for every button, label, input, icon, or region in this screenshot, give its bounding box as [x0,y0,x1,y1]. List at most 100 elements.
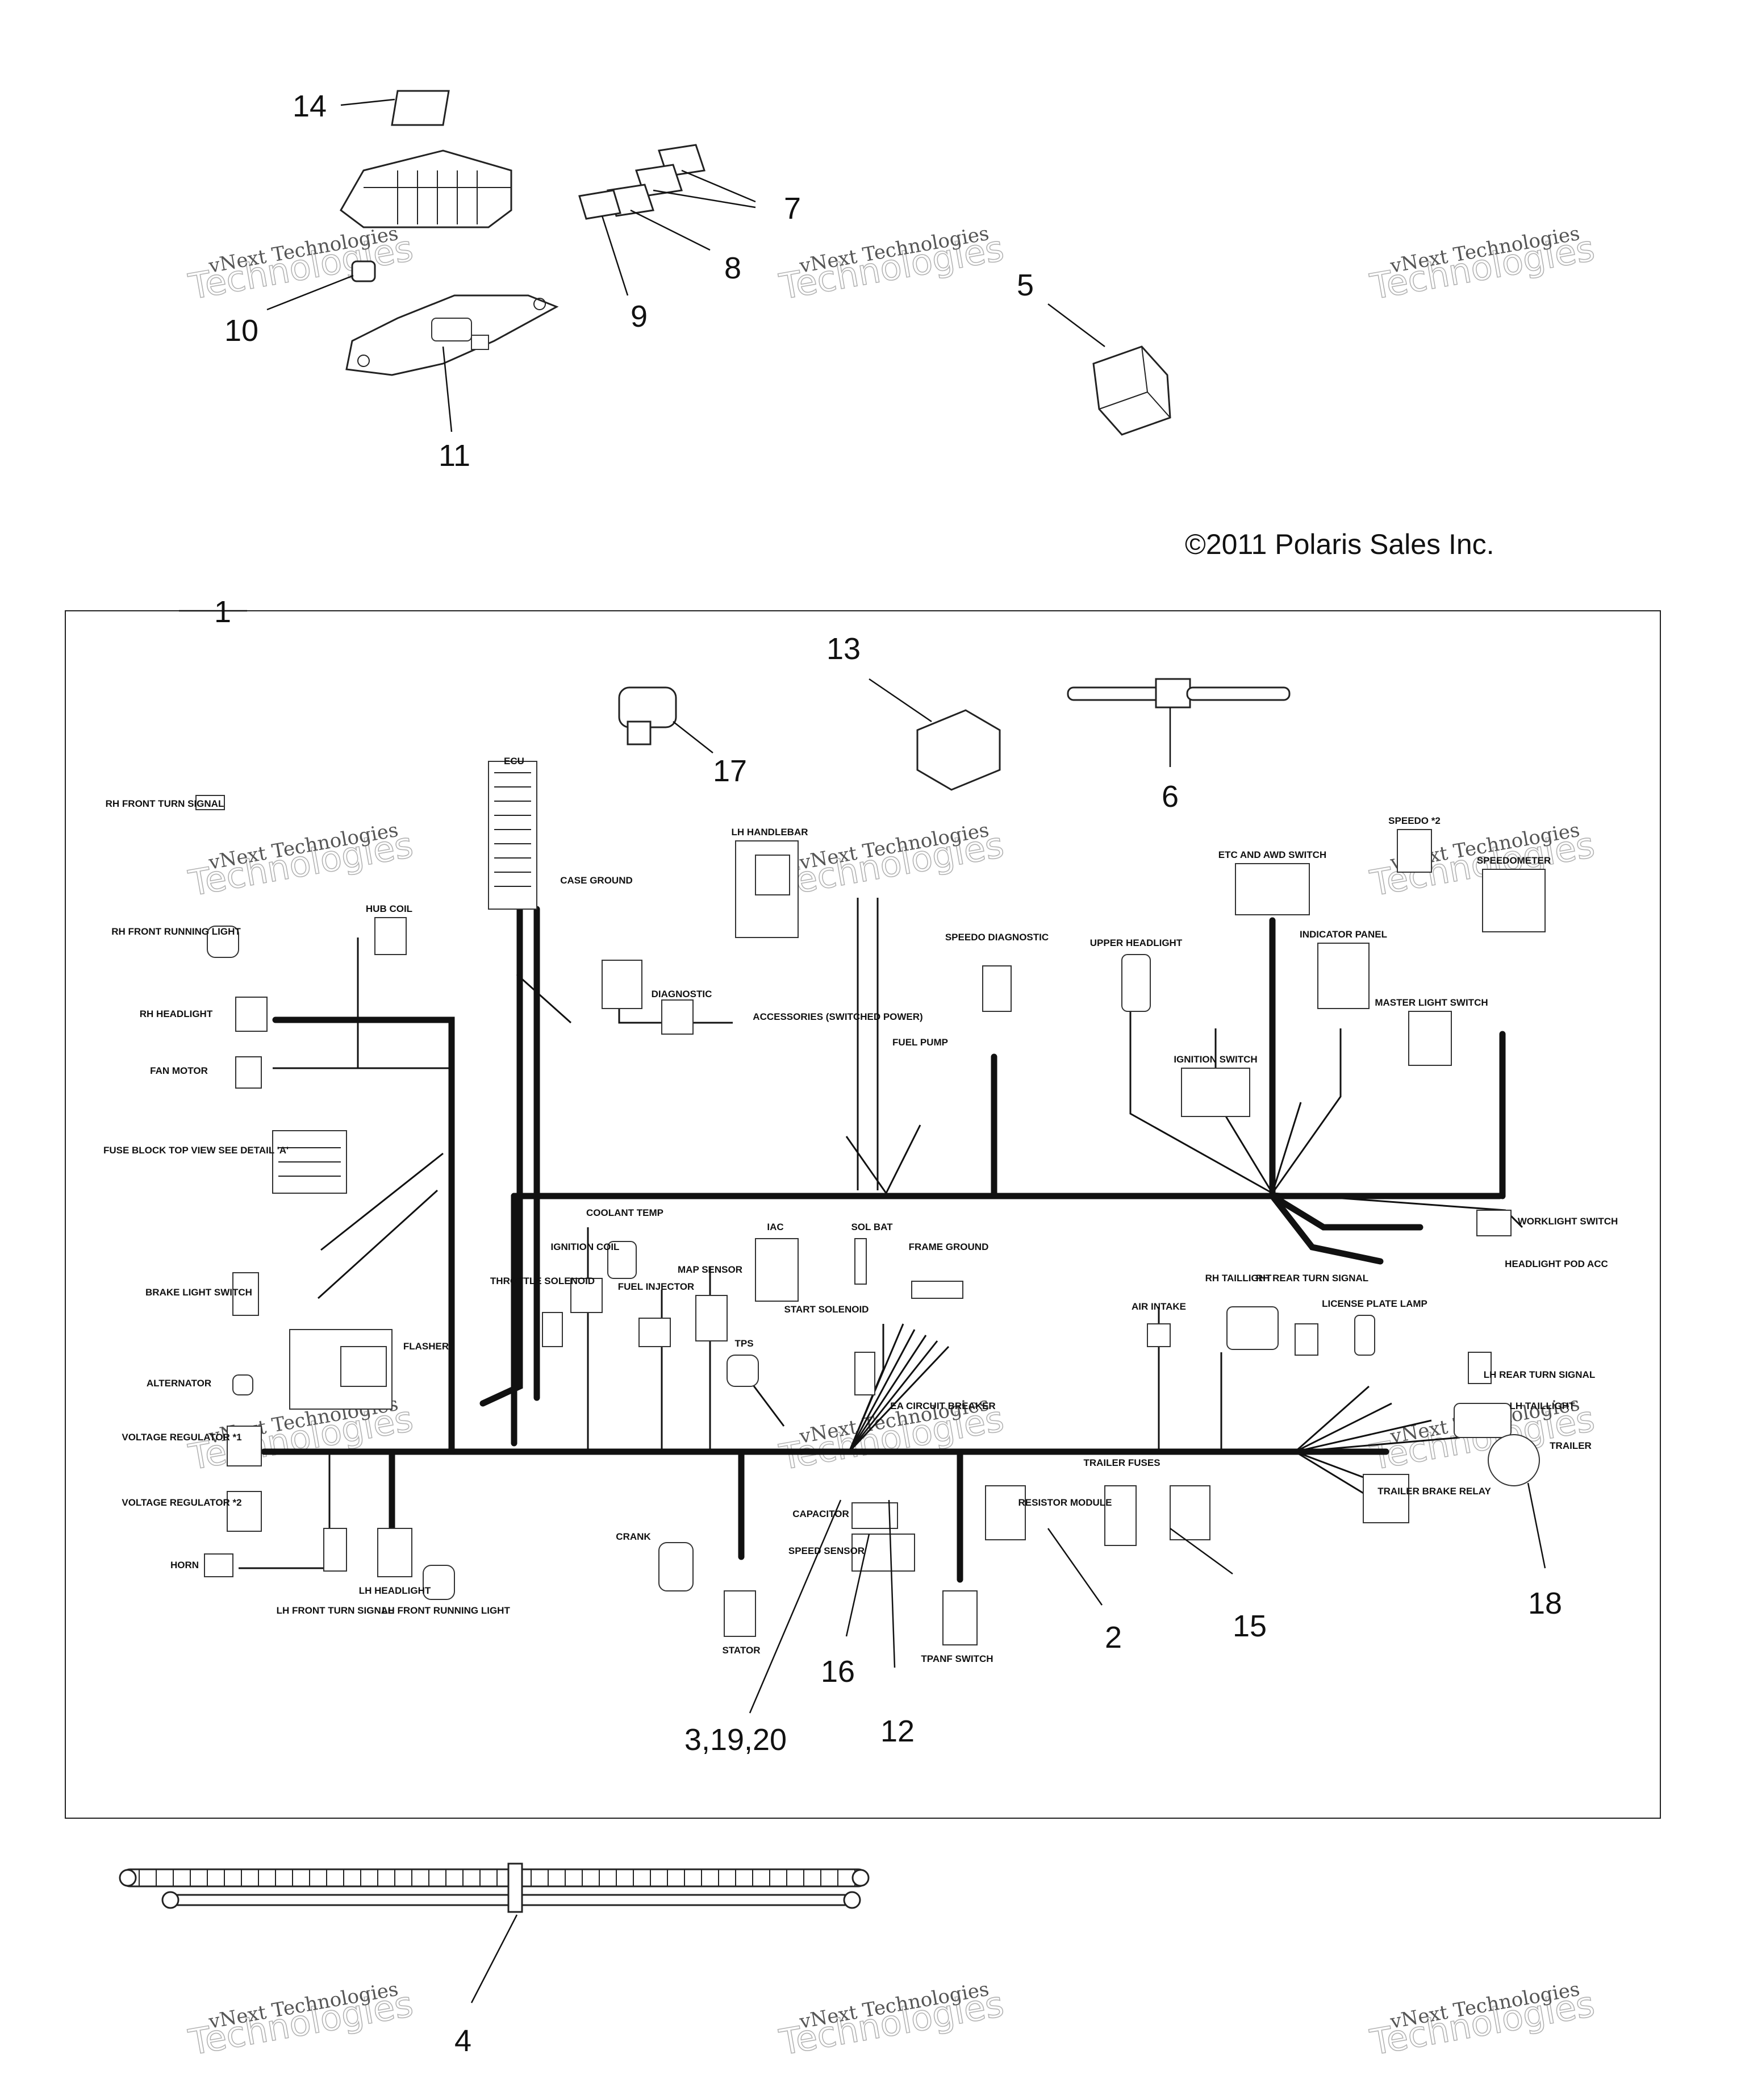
label-throttle-solenoid: THROTTLE SOLENOID [490,1276,595,1286]
part-decal [340,90,450,126]
callout-14: 14 [293,89,327,123]
label-brake-light-switch: BRAKE LIGHT SWITCH [145,1287,252,1298]
callout-16: 16 [821,1655,855,1689]
label-trailer-fuses: TRAILER FUSES [1083,1457,1160,1468]
part-nut [266,260,376,311]
callout-2: 2 [1105,1620,1122,1655]
label-license-plate-lamp: LICENSE PLATE LAMP [1322,1298,1427,1309]
callout-12: 12 [880,1714,915,1748]
label-lh-taillight: LH TAILLIGHT [1510,1401,1575,1411]
label-trailer-brake-relay: TRAILER BRAKE RELAY [1377,1486,1491,1497]
part-bracket [345,294,559,432]
watermark: Technologies vNext Technologies [185,819,416,905]
label-ignition-coil: IGNITION COIL [551,1241,620,1252]
watermark: Technologies vNext Technologies [776,819,1007,905]
part-fuse-box-cover [340,149,512,228]
label-lh-front-running-light: LH FRONT RUNNING LIGHT [382,1605,510,1616]
label-fuel-pump: FUEL PUMP [892,1037,948,1048]
part-inline-fuse [1067,678,1291,767]
label-etc-awd-switch: ETC AND AWD SWITCH [1218,849,1326,860]
label-stator: STATOR [722,1645,760,1656]
label-lh-handlebar: LH HANDLEBAR [731,827,808,838]
label-frame-ground: FRAME GROUND [909,1241,989,1252]
label-indicator-panel: INDICATOR PANEL [1300,929,1387,940]
callout-3-19-20: 3,19,20 [684,1723,787,1757]
label-start-solenoid: START SOLENOID [784,1304,869,1315]
label-ea-circuit-breaker: EA CIRCUIT BREAKER [890,1401,995,1411]
callout-13: 13 [826,632,861,666]
label-ecu: ECU [504,756,524,766]
part-relay-13 [869,678,1001,791]
part-connector [618,686,713,753]
ecu-connector [488,761,537,910]
label-air-intake: AIR INTAKE [1132,1301,1186,1312]
harness-frame [65,610,1661,1819]
label-upper-headlight: UPPER HEADLIGHT [1090,938,1183,948]
label-sol-bat: SOL BAT [851,1222,893,1232]
callout-4: 4 [454,2024,471,2058]
copyright-text: ©2011 Polaris Sales Inc. [1185,528,1494,560]
callout-15: 15 [1233,1609,1267,1643]
label-rh-front-running-light: RH FRONT RUNNING LIGHT [111,926,241,937]
callout-10: 10 [224,314,258,348]
label-lh-rear-turn-signal: LH REAR TURN SIGNAL [1484,1369,1595,1380]
label-case-ground: CASE GROUND [560,875,633,886]
label-coolant-temp: COOLANT TEMP [586,1207,663,1218]
callout-17: 17 [713,754,747,788]
label-flasher: FLASHER [403,1341,449,1352]
label-lh-headlight: LH HEADLIGHT [359,1585,431,1596]
component-labels: ECU CASE GROUND HUB COIL DIAGNOSTIC LH H… [103,756,1618,1664]
label-rh-taillight: RH TAILLIGHT [1205,1273,1272,1284]
label-lh-front-turn-signal: LH FRONT TURN SIGNAL [277,1605,394,1616]
label-worklight-switch: WORKLIGHT SWITCH [1518,1216,1618,1227]
label-accessories: ACCESSORIES (SWITCHED POWER) [753,1011,922,1022]
label-speedo-2: SPEEDO *2 [1388,815,1441,826]
watermark: Technologies vNext Technologies [185,1978,416,2064]
watermarks: Technologies vNext Technologies Technolo… [185,222,1598,2064]
label-tpanf-switch: TPANF SWITCH [921,1653,993,1664]
label-voltage-regulator-1: VOLTAGE REGULATOR *1 [122,1432,241,1443]
leaders [179,610,1546,1714]
watermark: Technologies vNext Technologies [776,1978,1007,2064]
callout-11: 11 [439,439,470,473]
part-battery-cable [119,1863,870,2003]
harness-main [261,906,1506,1583]
watermark: Technologies vNext Technologies [1367,222,1598,308]
watermark: Technologies vNext Technologies [1367,1978,1598,2064]
label-alternator: ALTERNATOR [147,1378,211,1389]
callout-18: 18 [1528,1586,1562,1620]
label-fan-motor: FAN MOTOR [150,1065,208,1076]
watermark: Technologies vNext Technologies [776,222,1007,308]
label-map-sensor: MAP SENSOR [678,1264,742,1275]
label-iac: IAC [767,1222,783,1232]
label-horn: HORN [170,1560,199,1570]
label-capacitor: CAPACITOR [792,1509,849,1519]
label-rh-headlight: RH HEADLIGHT [140,1009,213,1019]
callout-9: 9 [631,299,648,334]
label-hub-coil: HUB COIL [366,903,412,914]
callout-1: 1 [214,595,231,629]
label-speedometer: SPEEDOMETER [1477,855,1551,866]
part-fuses [578,144,756,296]
label-tps: TPS [734,1338,753,1349]
callout-7: 7 [784,191,801,226]
callout-numbers: 14 10 11 7 8 9 5 1 13 17 6 2 15 18 16 12… [214,89,1562,2058]
label-resistor-module: RESISTOR MODULE [1018,1497,1112,1508]
components [195,761,1546,1645]
callout-5: 5 [1017,268,1034,302]
label-fuse-block: FUSE BLOCK TOP VIEW SEE DETAIL 'A' [103,1145,289,1156]
label-headlight-pod-acc: HEADLIGHT POD ACC [1505,1259,1608,1269]
callout-8: 8 [724,251,741,285]
label-rh-rear-turn-signal: RH REAR TURN SIGNAL [1256,1273,1368,1284]
label-master-light-switch: MASTER LIGHT SWITCH [1375,997,1488,1008]
label-rh-front-turn-signal: RH FRONT TURN SIGNAL [106,798,224,809]
label-diagnostic: DIAGNOSTIC [652,989,712,999]
part-relay [1047,303,1171,436]
label-fuel-injector: FUEL INJECTOR [618,1281,694,1292]
label-ignition-switch: IGNITION SWITCH [1174,1054,1257,1065]
callout-6: 6 [1162,780,1179,814]
watermark: Technologies vNext Technologies [185,222,416,308]
label-trailer: TRAILER [1550,1440,1592,1451]
